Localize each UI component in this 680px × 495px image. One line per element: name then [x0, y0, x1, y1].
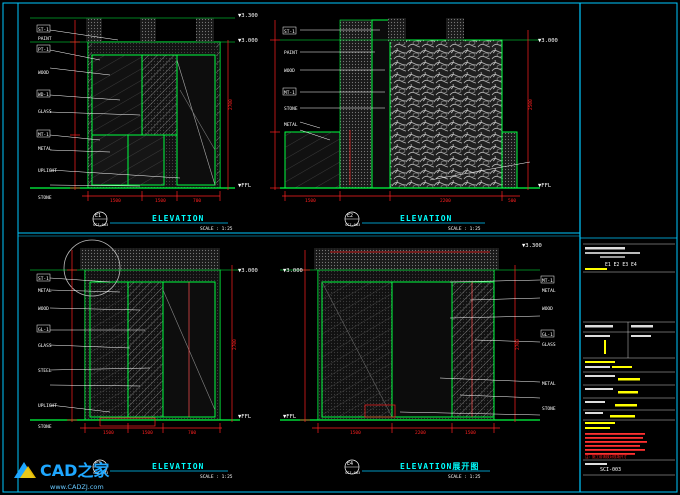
dim-side-1: 2700	[228, 99, 234, 110]
word-e3-4: STEEL	[38, 368, 52, 374]
watermark-url: www.CADZJ.com	[50, 483, 104, 491]
word-e3-6: STONE	[38, 424, 52, 430]
view-ref-e1: SCI-003	[93, 223, 108, 227]
word-e3-1: METAL	[38, 288, 52, 294]
caption-e4: ELEVATION展开图	[400, 462, 479, 471]
dim-side-4: 2700	[515, 339, 521, 350]
dim-e2-1: 1500	[305, 198, 316, 204]
word-e4-4: METAL	[542, 381, 556, 387]
word-e2-1: PAINT	[284, 50, 298, 56]
level-mark-e3-floor: ▼FFL	[238, 414, 252, 420]
level-mark-e2-floor: ▼FFL	[538, 183, 552, 189]
material-tags-e4: MT-1 METAL WOOD GL-1 GLASS METAL STONE	[540, 275, 556, 412]
tag-e1-3: WD-1	[38, 92, 49, 98]
title-notes: 注：施工前请核对现场尺寸	[585, 454, 627, 459]
tag-e2-1: ST-1	[284, 29, 295, 35]
level-mark-e1-floor: ▼FFL	[238, 183, 252, 189]
view-id-e1: E1	[95, 213, 101, 219]
dim-e2-2: 2200	[440, 198, 451, 204]
drawing-number: SCI-003	[600, 467, 621, 473]
elevation-e1	[30, 17, 235, 201]
dim-e3-1: 1500	[103, 430, 114, 436]
dim-e3-2: 1500	[142, 430, 153, 436]
tag-e4-2: GL-1	[542, 332, 553, 338]
view-ref-e4: SCI-003	[345, 471, 360, 475]
material-tags-e3: ST-1 METAL WOOD GL-1 GLASS STEEL UPLIGHT…	[36, 273, 57, 430]
dim-e1-3: 700	[193, 198, 201, 204]
word-e1-2: WOOD	[38, 70, 49, 76]
elevation-e4	[280, 248, 541, 433]
dim-e2-3: 500	[508, 198, 516, 204]
level-marks: ▼3.300 ▼3.000 ▼FFL ▼3.000 ▼FFL ▼3.000 ▼F…	[238, 13, 558, 420]
title-view-ids: E1 E2 E3 E4	[605, 262, 637, 268]
tag-e1-1: ST-1	[38, 27, 49, 33]
material-tags-e1: ST-1 PAINT PT-1 WOOD WD-1 GLASS MT-1 MET…	[36, 24, 57, 201]
elevation-e2	[270, 18, 540, 201]
scale-e1: SCALE : 1:25	[200, 226, 233, 232]
tag-e4-1: MT-1	[542, 278, 553, 284]
word-e3-5: UPLIGHT	[38, 403, 57, 409]
word-e1-1: PAINT	[38, 36, 52, 42]
dim-side-2: 2500	[528, 99, 534, 110]
watermark: CAD之家 www.CADZJ.com	[14, 461, 110, 491]
tag-e3-2: GL-1	[38, 327, 49, 333]
dim-e3-3: 700	[188, 430, 196, 436]
dim-e4-2: 2200	[415, 430, 426, 436]
word-e3-2: WOOD	[38, 306, 49, 312]
tag-e3-1: ST-1	[38, 276, 49, 282]
view-ref-e2: SCI-003	[345, 223, 360, 227]
level-mark-e1-top: ▼3.300	[238, 13, 258, 19]
dim-e4-1: 1500	[350, 430, 361, 436]
caption-e1: ELEVATION	[152, 214, 204, 223]
word-e1-3: GLASS	[38, 109, 52, 115]
dimension-values: 1500 1500 700 1500 2200 500 1500 1500 70…	[103, 99, 534, 436]
tag-e1-2: PT-1	[38, 47, 49, 53]
tag-e2-2: MT-1	[284, 90, 295, 96]
level-mark-e4-ceiling: ▼3.000	[283, 268, 303, 274]
word-e2-3: STONE	[284, 106, 298, 112]
material-tags-e2: ST-1 PAINT WOOD MT-1 STONE METAL	[282, 26, 298, 128]
level-mark-e2-ceiling: ▼3.000	[538, 38, 558, 44]
word-e1-4: METAL	[38, 146, 52, 152]
view-id-e4: E4	[347, 461, 353, 467]
level-mark-e4-floor: ▼FFL	[283, 414, 297, 420]
scale-e3: SCALE : 1:25	[200, 474, 233, 480]
elevation-e3	[30, 239, 240, 433]
dim-e4-3: 1500	[465, 430, 476, 436]
view-id-e3: E3	[95, 461, 101, 467]
word-e1-6: STONE	[38, 195, 52, 201]
scale-e4: SCALE : 1:25	[448, 474, 481, 480]
word-e2-4: METAL	[284, 122, 298, 128]
view-ref-e3: SCI-003	[93, 471, 108, 475]
word-e4-1: METAL	[542, 288, 556, 294]
title-block: E1 E2 E3 E4 注：施工前请核对现场尺寸 SCI-003	[583, 243, 675, 476]
word-e1-5: UPLIGHT	[38, 168, 57, 174]
word-e2-2: WOOD	[284, 68, 295, 74]
dim-e1-1: 1500	[110, 198, 121, 204]
scale-e2: SCALE : 1:25	[448, 226, 481, 232]
level-mark-e4-top: ▼3.300	[522, 243, 542, 249]
view-id-e2: E2	[347, 213, 353, 219]
word-e4-3: GLASS	[542, 342, 556, 348]
level-mark-e3-ceiling: ▼3.000	[238, 268, 258, 274]
caption-e2: ELEVATION	[400, 214, 452, 223]
dim-e1-2: 1500	[155, 198, 166, 204]
captions: E1 SCI-003 ELEVATION SCALE : 1:25 E2 SCI…	[92, 211, 490, 480]
watermark-brand: CAD之家	[40, 461, 110, 480]
word-e3-3: GLASS	[38, 343, 52, 349]
word-e4-5: STONE	[542, 406, 556, 412]
word-e4-2: WOOD	[542, 306, 553, 312]
level-mark-e1-ceiling: ▼3.000	[238, 38, 258, 44]
tag-e1-4: MT-1	[38, 132, 49, 138]
dim-side-3: 2700	[232, 339, 238, 350]
caption-e3: ELEVATION	[152, 462, 204, 471]
